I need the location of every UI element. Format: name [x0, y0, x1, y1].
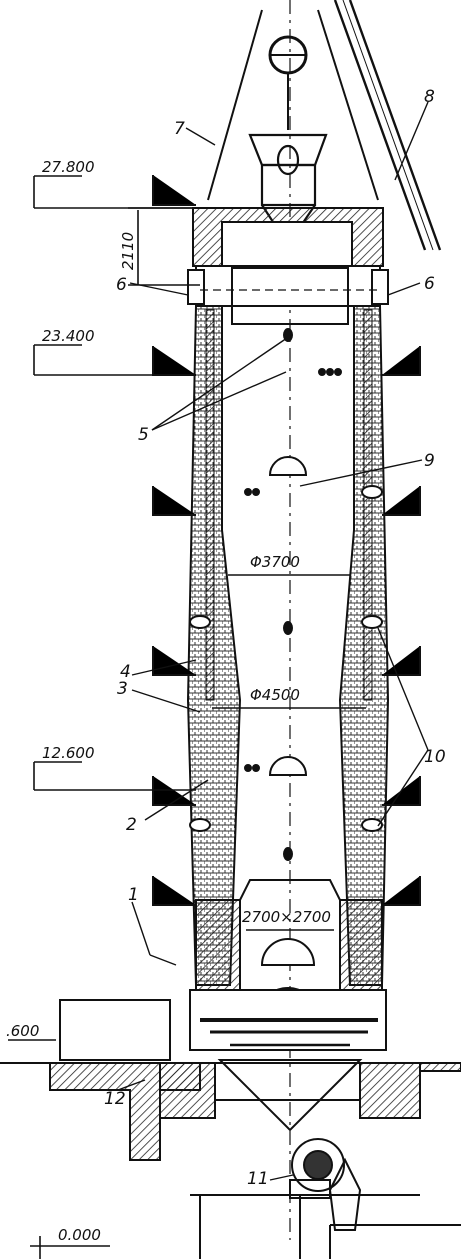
callout-4: 4 [120, 662, 131, 682]
discharge-section [189, 879, 387, 1132]
elevation-base-label: 0.000 [58, 1226, 101, 1244]
charging-frame [207, 0, 379, 1240]
callout-7: 7 [174, 119, 185, 139]
callout-1: 1 [128, 885, 139, 905]
callout-8: 8 [424, 87, 435, 107]
callout-6-right: 6 [424, 274, 435, 294]
leader-lines [117, 101, 429, 1181]
head-height-label: 2110 [119, 232, 137, 270]
dimension-lines [8, 175, 366, 1259]
shaft-walls [186, 305, 390, 986]
callout-3: 3 [117, 679, 128, 699]
callout-12: 12 [104, 1089, 126, 1109]
callout-9: 9 [424, 451, 435, 471]
outlet-size-label: 2700×2700 [242, 908, 331, 926]
callout-2: 2 [126, 815, 137, 835]
inner-diameter-lower-label: Φ4500 [250, 686, 300, 704]
elevation-ground-label: .600 [6, 1022, 39, 1040]
burner-ports [189, 328, 383, 861]
callout-11: 11 [247, 1169, 269, 1189]
platforms [152, 175, 421, 906]
inner-diameter-upper-label: Φ3700 [250, 553, 300, 571]
elevation-middle-label: 12.600 [42, 744, 95, 762]
discharge-machine [190, 1138, 461, 1259]
callout-6-left: 6 [116, 275, 127, 295]
elevation-upper-label: 23.400 [42, 327, 95, 345]
callout-5: 5 [138, 425, 149, 445]
kiln-head [187, 207, 389, 325]
callout-10: 10 [424, 747, 446, 767]
foundation [0, 999, 461, 1161]
conveyor-belt [333, 0, 442, 251]
elevation-top-label: 27.800 [42, 158, 95, 176]
